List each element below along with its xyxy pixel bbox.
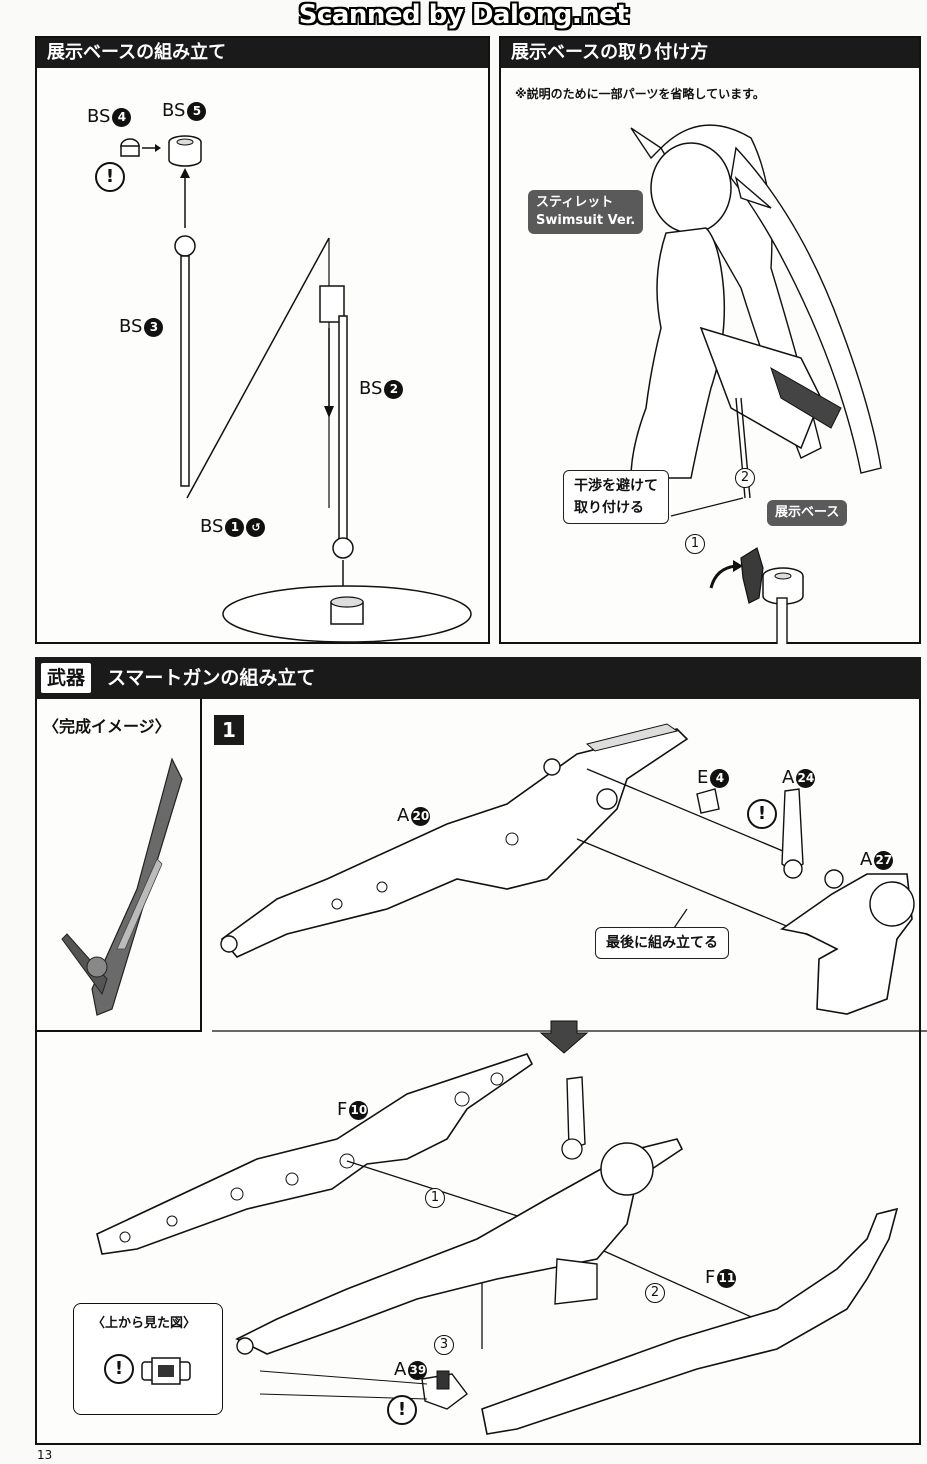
character-figure-illustration [630, 124, 882, 644]
assemble-last-callout: 最後に組み立てる [595, 927, 729, 959]
step-circle-3: 3 [434, 1335, 454, 1355]
gun-exploded-diagram [220, 723, 915, 1015]
step-circle-2: 2 [735, 468, 755, 488]
omission-note: ※説明のために一部パーツを省略しています。 [515, 87, 765, 101]
warning-icon: ! [95, 162, 125, 192]
warning-icon: ! [747, 799, 777, 829]
weapon-section-title: スマートガンの組み立て [107, 667, 316, 689]
panel-title: 展示ベースの取り付け方 [501, 38, 919, 68]
character-name-tag: スティレット Swimsuit Ver. [528, 190, 644, 234]
completed-image-box: 〈完成イメージ〉 [37, 699, 202, 1032]
step-circle-1: 1 [425, 1188, 445, 1208]
step-circle-2: 2 [645, 1283, 665, 1303]
weapon-assembly-panel: 〈完成イメージ〉 1 [35, 699, 927, 1445]
down-arrow-icon [539, 1020, 589, 1054]
completed-gun-image [61, 757, 183, 1016]
top-view-part-icon [141, 1357, 191, 1385]
warning-icon: ! [387, 1395, 417, 1425]
completed-image-label: 〈完成イメージ〉 [43, 717, 171, 736]
step-number-box: 1 [214, 715, 244, 745]
warning-icon: ! [104, 1354, 134, 1384]
watermark: Scanned by Dalong.net [298, 0, 629, 30]
panel-title: 展示ベースの組み立て [37, 38, 488, 68]
interference-callout: 干渉を避けて 取り付ける [563, 470, 669, 524]
weapon-category-label: 武器 [41, 663, 91, 693]
weapon-section-header: 武器 スマートガンの組み立て [35, 657, 921, 699]
step-circle-1: 1 [685, 534, 705, 554]
base-attach-panel: 展示ベースの取り付け方 ※説明のために一部パーツを省略しています。 スティレット… [499, 36, 921, 644]
page-number: 13 [37, 1448, 53, 1462]
top-view-box: 〈上から見た図〉 ! [73, 1303, 223, 1415]
display-base-tag: 展示ベース [767, 500, 848, 526]
base-assembly-diagram [120, 135, 472, 643]
top-view-label: 〈上から見た図〉 [92, 1316, 197, 1331]
glue-icon: ↺ [246, 517, 266, 537]
